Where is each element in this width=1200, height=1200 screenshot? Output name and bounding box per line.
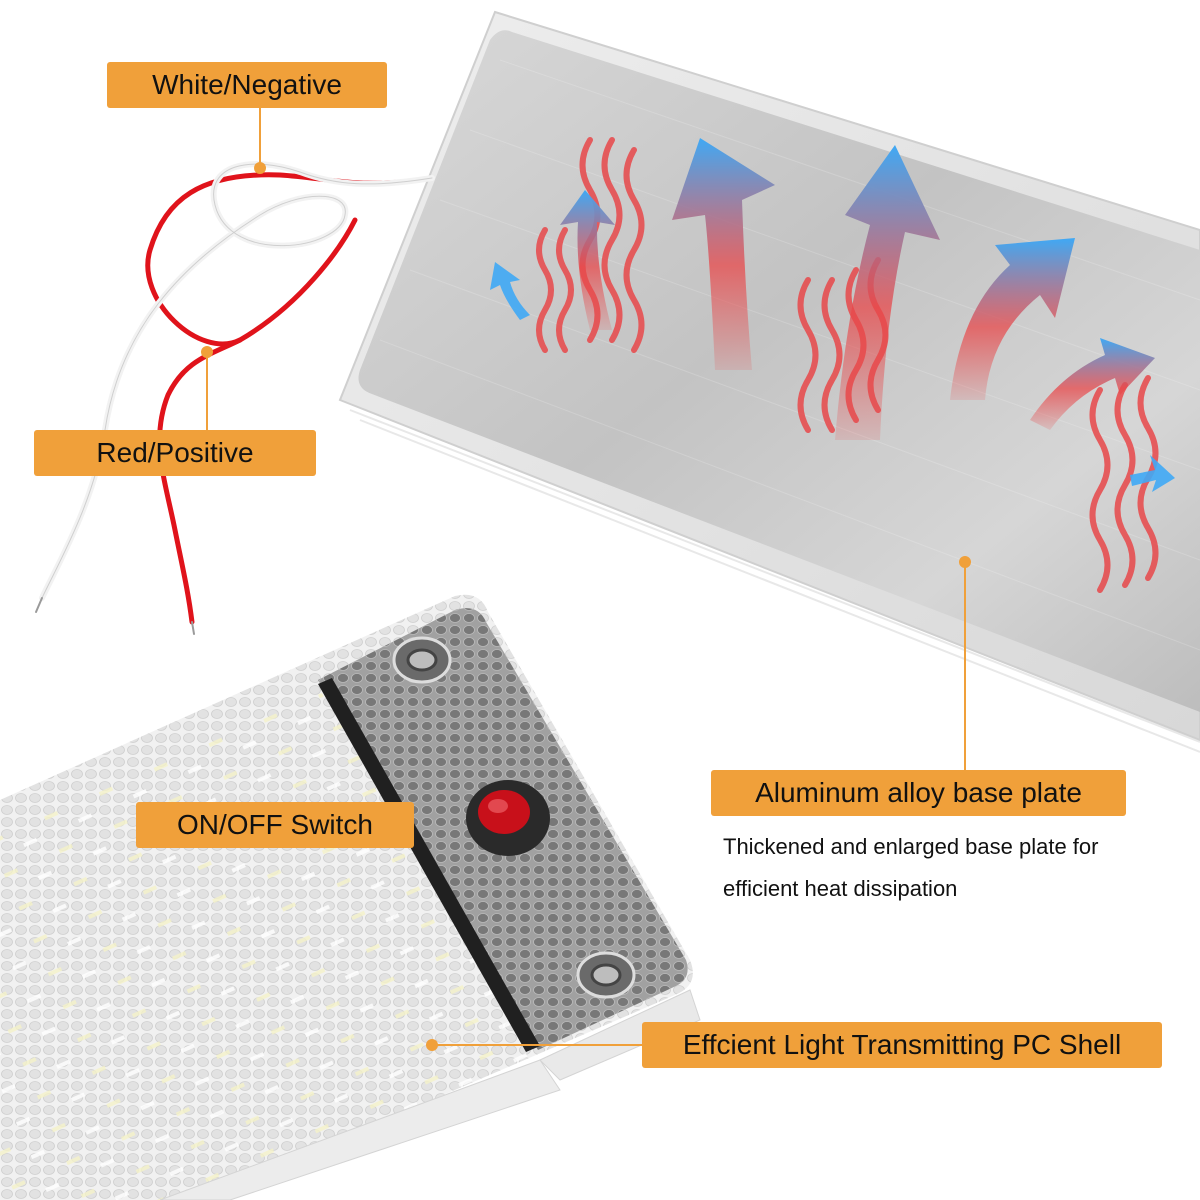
- pc-shell-label: Effcient Light Transmitting PC Shell: [642, 1022, 1162, 1068]
- switch-button-icon: [466, 780, 550, 856]
- screw-hole-icon: [576, 951, 636, 999]
- screw-hole-icon: [392, 636, 452, 684]
- white-negative-label: White/Negative: [107, 62, 387, 108]
- base-plate-description-line2: efficient heat dissipation: [723, 876, 958, 901]
- on-off-switch-label: ON/OFF Switch: [136, 802, 414, 848]
- airflow-arrow-icon: [490, 138, 1175, 492]
- base-plate-illustration: [338, 10, 1200, 753]
- red-positive-label: Red/Positive: [34, 430, 316, 476]
- base-plate-label: Aluminum alloy base plate: [711, 770, 1126, 816]
- leader-lines: [201, 108, 971, 1051]
- base-plate-description-line1: Thickened and enlarged base plate for: [723, 834, 1099, 859]
- pc-shell-illustration: [0, 594, 701, 1200]
- base-plate-description: Thickened and enlarged base plate for ef…: [723, 826, 1183, 910]
